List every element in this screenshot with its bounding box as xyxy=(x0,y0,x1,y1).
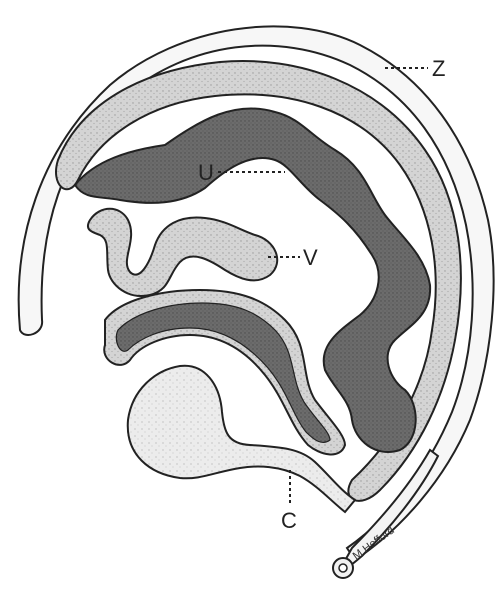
label-z: Z xyxy=(432,56,445,81)
label-v: V xyxy=(303,245,318,270)
label-c: C xyxy=(281,508,297,533)
s-fold-v xyxy=(88,209,277,296)
label-u: U xyxy=(198,160,214,185)
terminal-ring xyxy=(333,558,353,578)
